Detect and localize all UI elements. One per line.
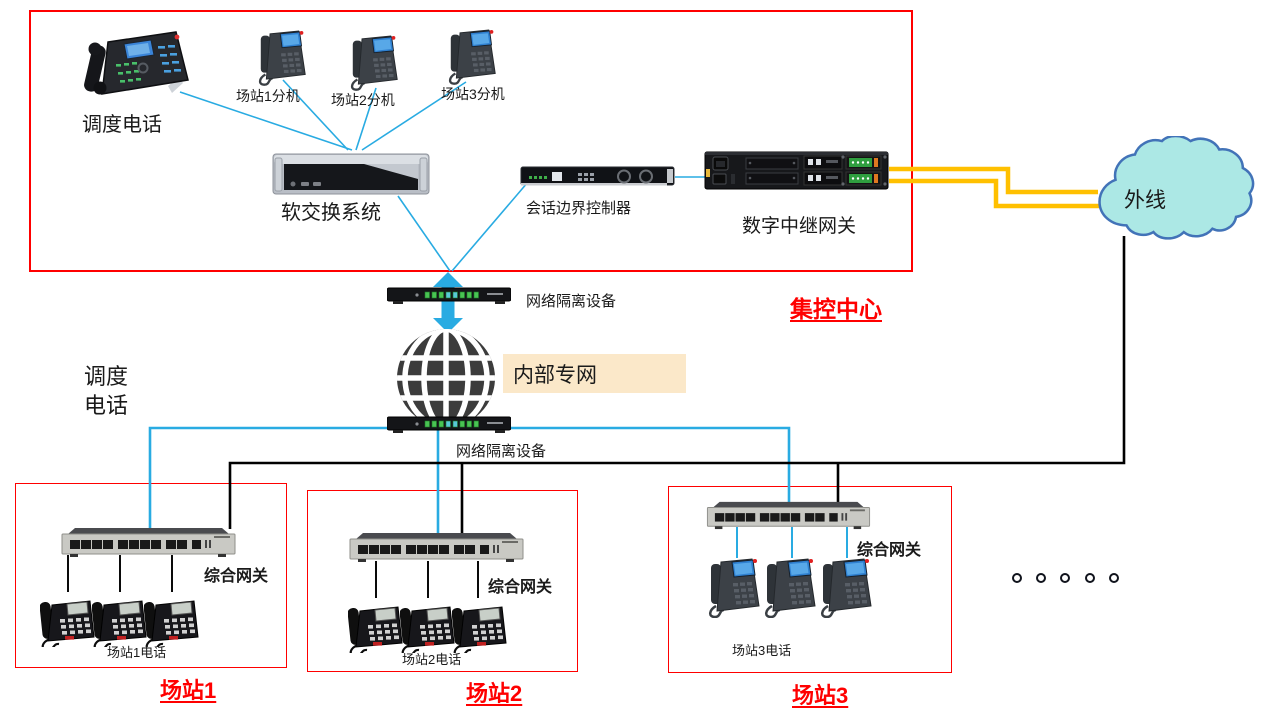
station-2-gateway-icon — [344, 531, 529, 563]
station-2-gateway-label: 综合网关 — [488, 579, 553, 596]
station-2-title: 场站2 — [466, 681, 523, 706]
dispatch-side-label-line2: 电话 — [84, 393, 129, 418]
ellipsis-dot — [1036, 573, 1046, 583]
private-network-banner: 内部专网 — [503, 354, 686, 393]
extension-2-label: 场站2分机 — [331, 92, 395, 108]
isolation-top-label: 网络隔离设备 — [526, 293, 617, 310]
extension-phone-2-icon — [350, 31, 400, 91]
trunk-gateway-icon — [704, 148, 889, 192]
station-3-box — [668, 486, 952, 673]
softswitch-label: 软交换系统 — [281, 202, 381, 224]
internet-globe-icon — [389, 326, 503, 430]
double-arrow-icon — [433, 272, 463, 333]
extension-phone-3-icon — [448, 25, 498, 85]
control-center-box — [29, 10, 913, 272]
station-3-gateway-label: 综合网关 — [857, 542, 922, 559]
dispatch-side-label-line1: 调度 — [84, 364, 129, 389]
sbc-device-icon — [520, 164, 675, 189]
extension-1-label: 场站1分机 — [236, 88, 300, 104]
ellipsis-dot — [1109, 573, 1119, 583]
station-3-phones-label: 场站3电话 — [732, 643, 792, 658]
station-2-box — [307, 490, 578, 672]
ellipsis-dot — [1085, 573, 1095, 583]
ip-phone-icon — [764, 554, 818, 619]
station-3-title: 场站3 — [792, 683, 849, 708]
cloud-shape: 外线 — [1086, 134, 1258, 254]
extension-3-label: 场站3分机 — [441, 86, 505, 102]
extension-phone-1-icon — [258, 26, 308, 86]
analog-phone-icon — [347, 595, 404, 658]
ip-phone-icon — [820, 554, 874, 619]
private-network-label: 内部专网 — [513, 363, 597, 387]
analog-phone-icon — [399, 595, 456, 658]
station-1-gateway-label: 综合网关 — [204, 568, 269, 585]
ellipsis-dot — [1060, 573, 1070, 583]
control-center-title: 集控中心 — [790, 296, 882, 322]
analog-phone-icon — [451, 595, 508, 658]
station-1-gateway-icon — [56, 526, 241, 558]
station-2-phones-label: 场站2电话 — [402, 652, 462, 667]
station-3-gateway-icon — [696, 500, 881, 530]
isolation-bottom-label: 网络隔离设备 — [456, 443, 547, 460]
outside-line-label: 外线 — [1124, 189, 1166, 212]
softswitch-server-icon — [272, 148, 430, 198]
station-1-phones-label: 场站1电话 — [107, 645, 167, 660]
station-1-title: 场站1 — [160, 678, 217, 703]
dispatch-phone-icon — [80, 28, 190, 103]
analog-phone-icon — [91, 589, 148, 652]
analog-phone-icon — [39, 589, 96, 652]
dispatch-side-label: 调度 电话 — [84, 362, 128, 420]
analog-phone-icon — [143, 589, 200, 652]
dispatch-phone-label: 调度电话 — [82, 114, 162, 136]
isolation-device-bottom-icon — [386, 416, 512, 434]
sbc-label: 会话边界控制器 — [526, 200, 632, 217]
isolation-device-top-icon — [386, 287, 512, 305]
ip-phone-icon — [708, 554, 762, 619]
trunk-gateway-label: 数字中继网关 — [742, 216, 857, 237]
ellipsis-dot — [1012, 573, 1022, 583]
